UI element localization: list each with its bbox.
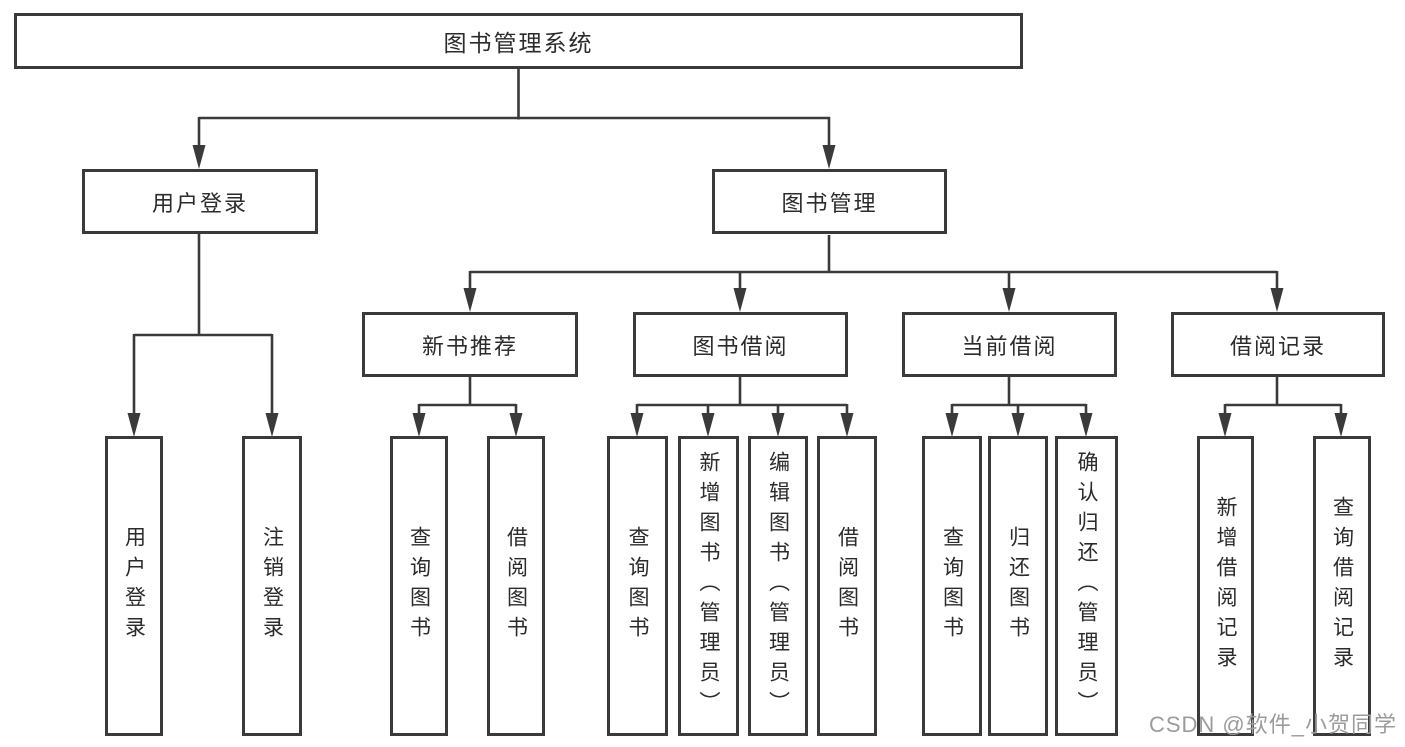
node-label: 图书借阅	[692, 333, 789, 359]
node-label: 用户登录	[122, 526, 146, 646]
node-book-management-system: 图书管理系统	[14, 13, 1023, 69]
node-current-borrowing: 当前借阅	[902, 312, 1117, 377]
node-label: 查询图书	[626, 526, 649, 646]
node-label: 用户登录	[151, 190, 248, 216]
node-label: 图书管理系统	[443, 30, 594, 56]
leaf-borrow-books-recommend: 借阅图书	[487, 436, 545, 736]
leaf-query-books-recommend: 查询图书	[390, 436, 448, 736]
watermark: CSDN @软件_小贺同学	[1148, 712, 1397, 737]
node-label: 新增图书（管理员）	[697, 451, 720, 721]
node-label: 查询图书	[407, 526, 431, 646]
leaf-query-books-borrowing: 查询图书	[607, 436, 668, 736]
leaf-edit-book-admin: 编辑图书（管理员）	[748, 436, 808, 736]
leaf-query-books-current: 查询图书	[922, 436, 982, 736]
node-label: 新书推荐	[421, 333, 518, 359]
node-label: 借阅记录	[1229, 333, 1326, 359]
node-label: 查询图书	[940, 526, 964, 646]
leaf-borrow-books-borrowing: 借阅图书	[817, 436, 877, 736]
leaf-add-borrow-record: 新增借阅记录	[1197, 436, 1254, 736]
leaf-user-login: 用户登录	[105, 436, 163, 736]
node-book-management: 图书管理	[712, 169, 947, 234]
node-label: 借阅图书	[504, 526, 528, 646]
node-label: 图书管理	[781, 190, 878, 216]
leaf-logout: 注销登录	[242, 436, 302, 736]
node-new-book-recommendation: 新书推荐	[362, 312, 578, 377]
leaf-add-book-admin: 新增图书（管理员）	[678, 436, 739, 736]
node-label: 借阅图书	[835, 526, 859, 646]
node-label: 当前借阅	[961, 333, 1058, 359]
node-user-login: 用户登录	[82, 169, 318, 234]
leaf-confirm-return-admin: 确认归还（管理员）	[1055, 436, 1118, 736]
node-label: 归还图书	[1006, 526, 1030, 646]
node-label: 查询借阅记录	[1330, 496, 1354, 676]
node-book-borrowing: 图书借阅	[633, 312, 848, 377]
leaf-query-borrow-record: 查询借阅记录	[1313, 436, 1371, 736]
node-borrowing-records: 借阅记录	[1171, 312, 1385, 377]
node-label: 注销登录	[260, 526, 284, 646]
leaf-return-books: 归还图书	[988, 436, 1048, 736]
node-label: 编辑图书（管理员）	[766, 451, 790, 721]
node-label: 确认归还（管理员）	[1075, 451, 1098, 721]
node-label: 新增借阅记录	[1214, 496, 1237, 676]
